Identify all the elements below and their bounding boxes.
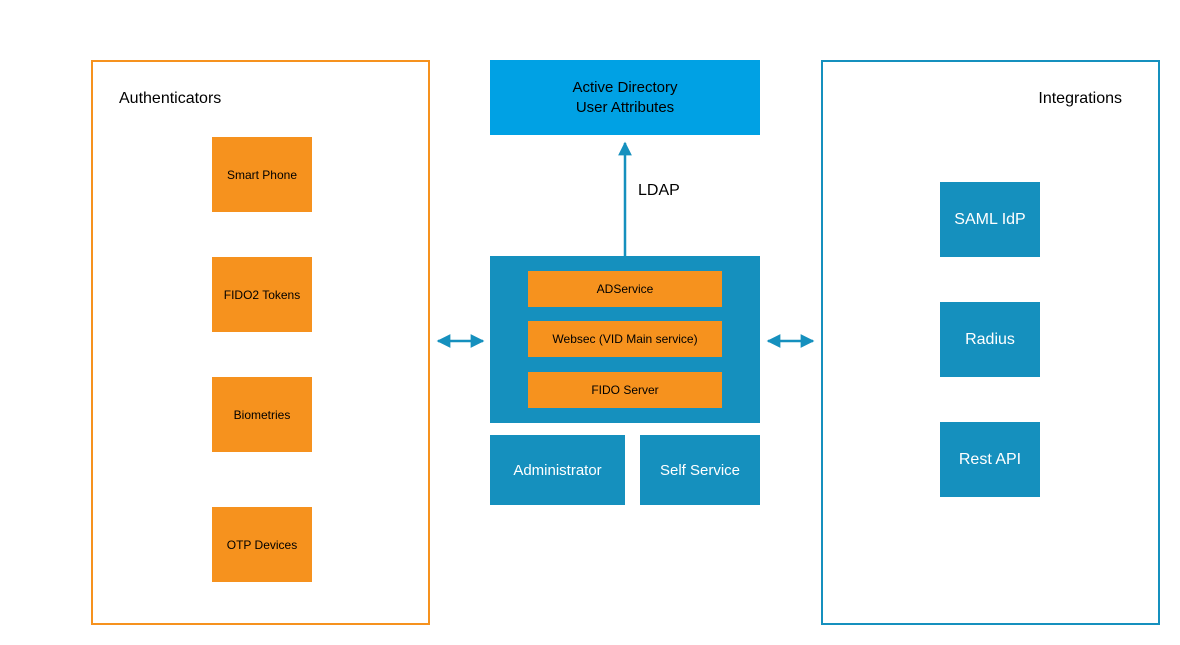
services-box: ADService Websec (VID Main service) FIDO…	[490, 256, 760, 423]
service-fido-server: FIDO Server	[528, 372, 722, 408]
active-directory-line1: Active Directory	[572, 78, 678, 96]
self-service-box: Self Service	[640, 435, 760, 505]
node-otp-devices: OTP Devices	[212, 507, 312, 582]
node-smart-phone: Smart Phone	[212, 137, 312, 212]
ldap-label: LDAP	[638, 182, 680, 199]
service-adservice: ADService	[528, 271, 722, 307]
node-fido2-tokens: FIDO2 Tokens	[212, 257, 312, 332]
integrations-title: Integrations	[1038, 90, 1122, 107]
node-radius: Radius	[940, 302, 1040, 377]
node-biometries: Biometries	[212, 377, 312, 452]
administrator-box: Administrator	[490, 435, 625, 505]
authenticators-title: Authenticators	[119, 90, 222, 107]
active-directory-line2: User Attributes	[575, 98, 675, 116]
authenticators-group: Authenticators Smart Phone FIDO2 Tokens …	[91, 60, 430, 625]
service-websec: Websec (VID Main service)	[528, 321, 722, 357]
node-rest-api: Rest API	[940, 422, 1040, 497]
integrations-group: Integrations SAML IdP Radius Rest API	[821, 60, 1160, 625]
active-directory-box: Active Directory User Attributes	[490, 60, 760, 135]
node-saml-idp: SAML IdP	[940, 182, 1040, 257]
